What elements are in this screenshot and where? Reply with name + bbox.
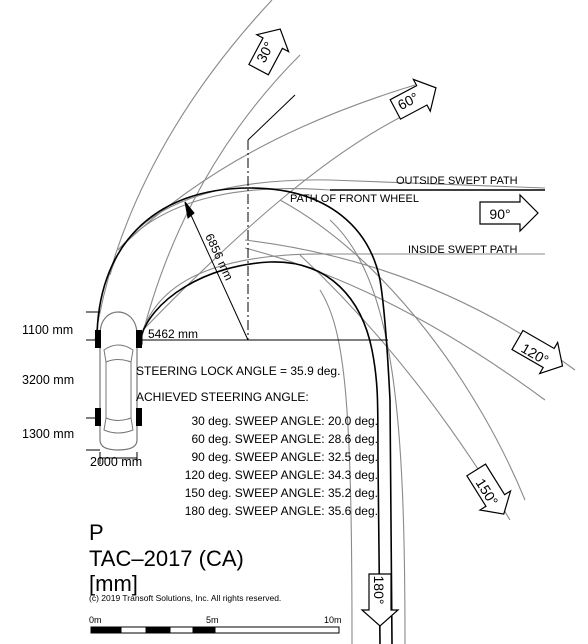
sweep-row: 150 deg. SWEEP ANGLE: 35.2 deg. — [185, 486, 378, 500]
wheel-rear-right — [136, 408, 142, 426]
front-wheel-path-inner — [139, 261, 381, 644]
outside-swept-path-label: OUTSIDE SWEPT PATH — [396, 175, 518, 187]
sweep-table: 30 deg. SWEEP ANGLE: 20.0 deg. 60 deg. S… — [185, 414, 378, 518]
wheel-front-left — [95, 330, 101, 348]
title-block: P TAC–2017 (CA) [mm] (c) 2019 Transoft S… — [89, 520, 281, 603]
scale-label-5: 5m — [206, 615, 219, 625]
steering-block: STEERING LOCK ANGLE = 35.9 deg. ACHIEVED… — [136, 364, 340, 404]
sweep-180-b — [329, 219, 406, 644]
arrow-180 — [360, 573, 400, 627]
front-wheel-path-arc — [96, 187, 393, 644]
sweep-row: 60 deg. SWEEP ANGLE: 28.6 deg. — [191, 432, 378, 446]
scale-fill — [146, 627, 170, 633]
sweep-120-b — [244, 247, 546, 401]
steering-ray — [247, 94, 296, 141]
vehicle-rear-window — [103, 417, 134, 434]
scale-label-10: 10m — [324, 615, 342, 625]
front-wheel-path — [96, 187, 545, 644]
sweep-row: 120 deg. SWEEP ANGLE: 34.3 deg. — [185, 468, 378, 482]
radius-inner-label: 5462 mm — [148, 327, 198, 341]
wheelbase-label: 3200 mm — [22, 373, 74, 387]
front-overhang-label: 1100 mm — [22, 323, 73, 337]
achieved-steering-heading: ACHIEVED STEERING ANGLE: — [136, 390, 309, 404]
sweep-row: 90 deg. SWEEP ANGLE: 32.5 deg. — [191, 450, 378, 464]
inside-swept-path-label: INSIDE SWEPT PATH — [408, 244, 517, 256]
sweep-30-inner — [139, 54, 301, 346]
sweep-180-a — [319, 289, 353, 644]
vehicle-code: P — [89, 520, 104, 545]
construction-lines — [128, 94, 388, 345]
vehicle — [95, 311, 142, 451]
arrow-90 — [479, 193, 539, 233]
design-standard: TAC–2017 (CA) — [89, 546, 244, 571]
radius-arrowhead — [184, 201, 195, 219]
wheel-rear-left — [95, 408, 101, 426]
scale-bar: 0m 5m 10m — [89, 615, 342, 634]
sweep-60-inner — [142, 109, 416, 331]
steering-lock-line: STEERING LOCK ANGLE = 35.9 deg. — [136, 364, 340, 378]
arrow-30 — [248, 28, 290, 76]
inside-swept-path — [142, 253, 545, 331]
path-of-front-wheel-label: PATH OF FRONT WHEEL — [290, 193, 419, 205]
sweep-30-outer — [94, 0, 273, 341]
rear-overhang-label: 1300 mm — [22, 427, 74, 441]
sweep-90-extra — [117, 187, 331, 251]
copyright-text: (c) 2019 Transoft Solutions, Inc. All ri… — [89, 593, 281, 603]
path-labels: OUTSIDE SWEPT PATH PATH OF FRONT WHEEL I… — [148, 175, 518, 341]
vehicle-dimension-labels: 1100 mm 3200 mm 1300 mm 2000 mm — [22, 323, 142, 469]
sweep-row: 180 deg. SWEEP ANGLE: 35.6 deg. — [185, 504, 378, 518]
angle-arrows — [248, 28, 564, 627]
arrow-150 — [466, 463, 512, 515]
radius-outer-line — [184, 201, 249, 341]
scale-fill — [193, 627, 215, 633]
arrow-90-label: 90° — [489, 206, 510, 222]
sweep-60-outer — [117, 84, 416, 251]
units-label: [mm] — [89, 571, 138, 596]
dimension-ticks — [86, 311, 138, 464]
scale-fill — [91, 627, 121, 633]
wheel-front-right — [136, 330, 142, 348]
arrow-60 — [389, 78, 437, 120]
arrow-180-label: 180° — [371, 576, 387, 605]
scale-label-0: 0m — [89, 615, 102, 625]
sweep-row: 30 deg. SWEEP ANGLE: 20.0 deg. — [191, 414, 378, 428]
sweep-150-b — [279, 199, 526, 501]
angle-arrow-labels: 30° 60° 90° 120° 150° 180° — [253, 39, 552, 605]
vehicle-width-label: 2000 mm — [90, 455, 142, 469]
arrow-120 — [511, 329, 564, 375]
